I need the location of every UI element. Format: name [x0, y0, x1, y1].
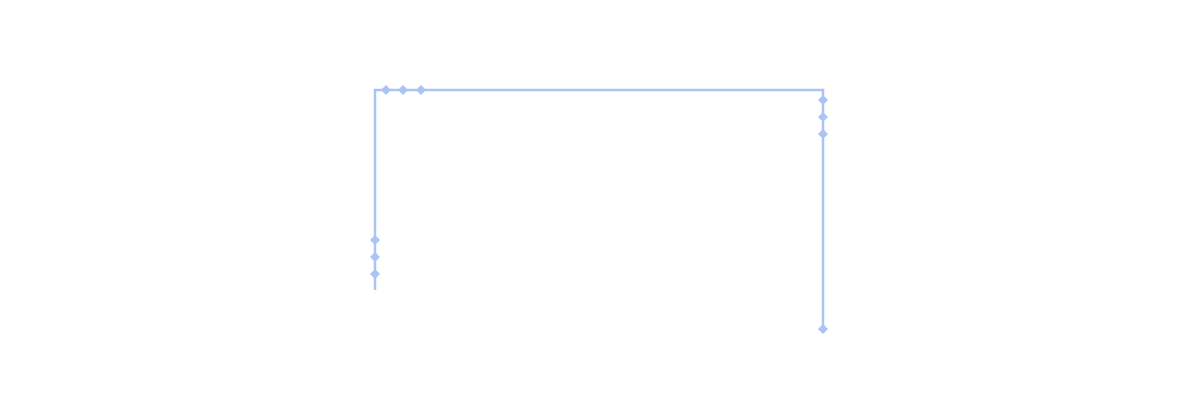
waypoint-diamond-10[interactable] — [818, 324, 828, 334]
connector-markers — [370, 85, 828, 334]
waypoint-diamond-4[interactable] — [818, 95, 828, 105]
connector-edge[interactable] — [373, 88, 825, 330]
waypoint-diamond-3[interactable] — [416, 85, 426, 95]
waypoint-diamond-1[interactable] — [381, 85, 391, 95]
waypoint-diamond-6[interactable] — [818, 129, 828, 139]
waypoint-diamond-7[interactable] — [370, 235, 380, 245]
waypoint-diamond-2[interactable] — [398, 85, 408, 95]
waypoint-diamond-5[interactable] — [818, 112, 828, 122]
waypoint-diamond-9[interactable] — [370, 269, 380, 279]
waypoint-diamond-8[interactable] — [370, 252, 380, 262]
